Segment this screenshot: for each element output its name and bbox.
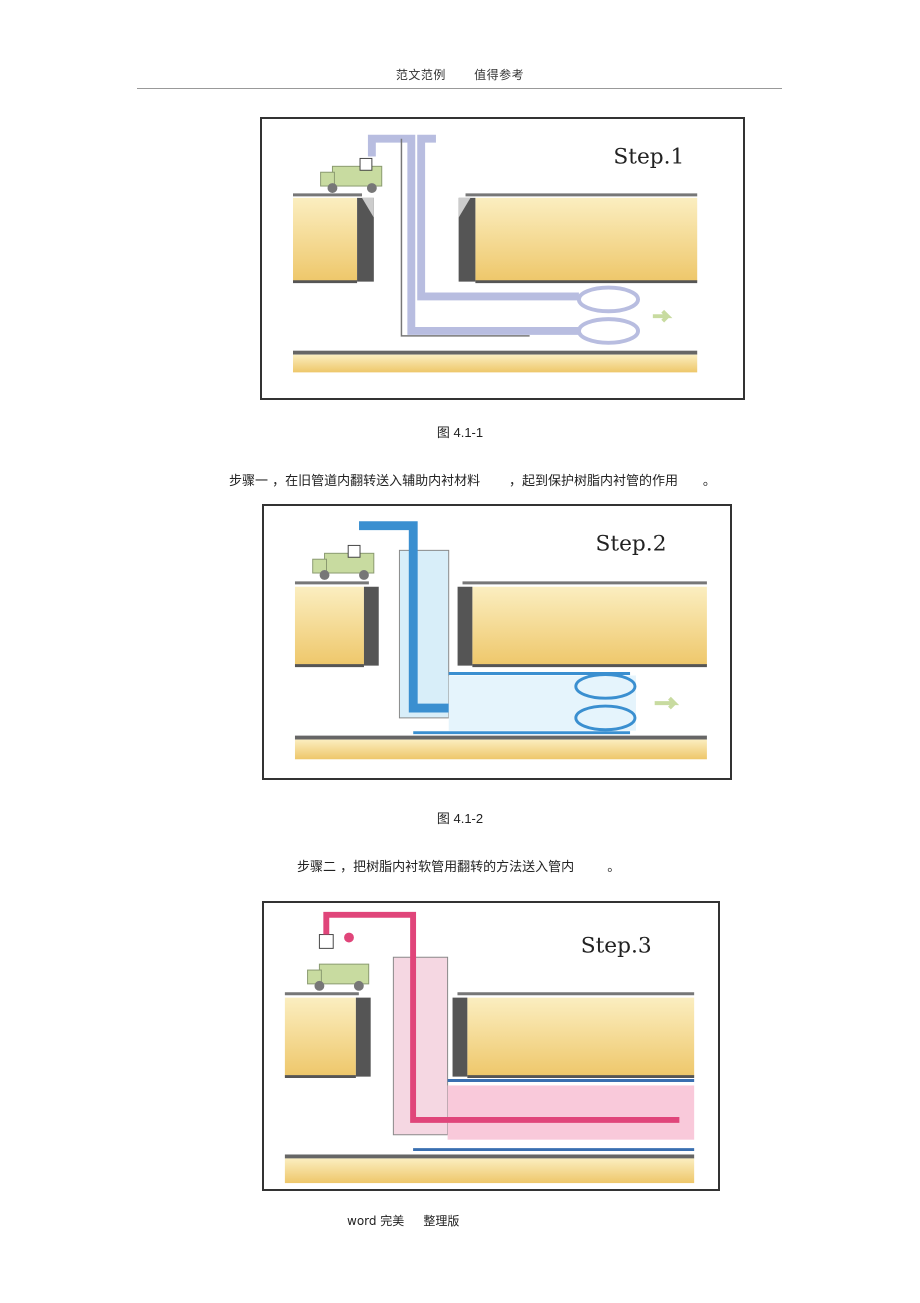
header-left-text: 范文范例: [395, 68, 446, 82]
figure-step-3: Step.3: [262, 901, 720, 1191]
figure-step-1: Step.1: [260, 117, 745, 400]
figure-2-caption: 图 4.1-2: [436, 811, 484, 826]
figure-1-caption: 图 4.1-1: [436, 425, 484, 440]
step-1-diagram: Step.1: [293, 134, 698, 373]
page-footer: word 完美 整理版: [347, 1214, 460, 1228]
step-3-diagram: Step.3: [284, 911, 695, 1184]
paragraph-step-2: 步骤二 ，把树脂内衬软管用翻转的方法送入管内 。: [297, 860, 621, 875]
header-right-text: 值得参考: [474, 68, 525, 82]
step-3-label: Step.3: [581, 933, 652, 958]
step-2-label: Step.2: [596, 531, 667, 556]
step-2-diagram: Step.2: [294, 521, 707, 760]
step-1-label: Step.1: [613, 144, 684, 169]
truck-icon: [312, 544, 375, 580]
page-header: 范文范例 值得参考: [0, 66, 920, 83]
truck-icon: [307, 934, 370, 991]
truck-icon: [320, 157, 383, 193]
paragraph-step-1: 步骤一 ，在旧管道内翻转送入辅助内衬材料 ，起到保护树脂内衬管的作用 。: [229, 474, 716, 489]
header-divider: [137, 88, 782, 89]
figure-step-2: Step.2: [262, 504, 732, 780]
